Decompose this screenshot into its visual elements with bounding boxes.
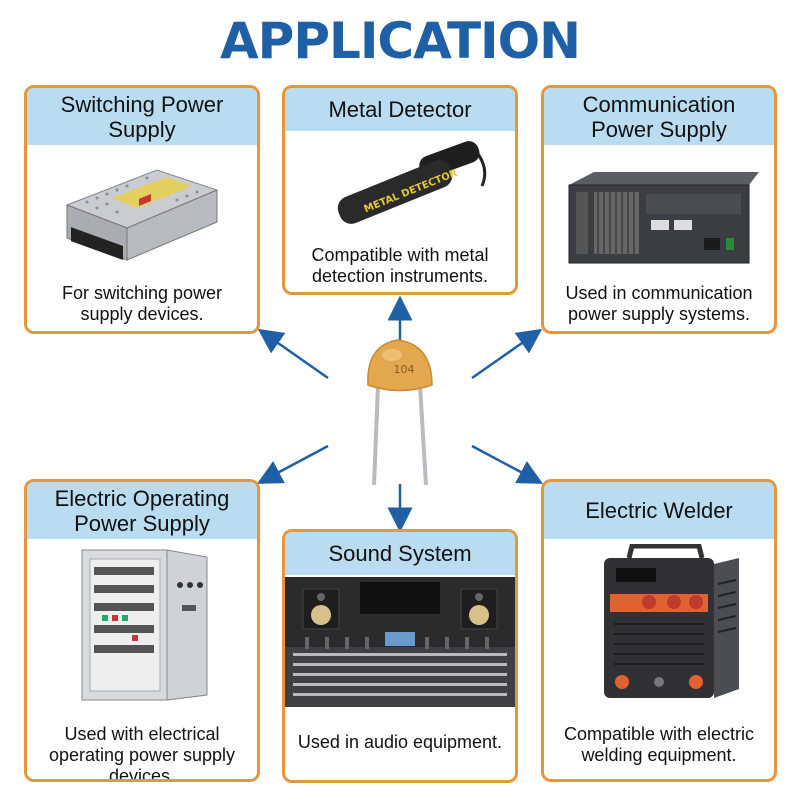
capacitor-marking: 104 (394, 363, 415, 376)
card-description: Compatible with metal detection instrume… (311, 245, 489, 286)
arrow-to-communication-power-supply (471, 328, 543, 380)
card-heading: Communication Power Supply (544, 88, 774, 145)
card-description: Used in audio equipment. (297, 732, 503, 752)
card-electric-operating-power-supply: Electric Operating Power Supply Used wit… (24, 479, 260, 782)
card-description: Used with electrical operating power sup… (48, 724, 236, 782)
card-description: For switching power supply devices. (61, 283, 223, 324)
switching-power-supply-icon (27, 150, 257, 265)
metal-detector-icon: METAL DETECTOR (285, 138, 515, 243)
card-heading: Metal Detector (285, 88, 515, 131)
card-metal-detector: Metal Detector METAL DETECTOR Compatible… (282, 85, 518, 295)
rack-power-supply-icon (544, 170, 774, 265)
card-sound-system: Sound System Used in audio equipmen (282, 529, 518, 783)
electrical-cabinet-icon (27, 545, 257, 705)
card-heading: Electric Welder (544, 482, 774, 539)
card-description: Compatible with electric welding equipme… (563, 724, 755, 765)
arrow-to-electric-welder (471, 444, 544, 484)
card-description: Used in communication power supply syste… (565, 283, 753, 324)
arrow-to-switching-power-supply (257, 328, 329, 380)
card-heading: Electric Operating Power Supply (27, 482, 257, 539)
welding-machine-icon (544, 544, 774, 704)
card-electric-welder: Electric Welder Compatible with electric… (541, 479, 777, 782)
card-communication-power-supply: Communication Power Supply Used in commu… (541, 85, 777, 334)
arrow-to-electric-operating-power-supply (256, 444, 329, 484)
card-switching-power-supply: Switching Power Supply For switching pow… (24, 85, 260, 334)
page-title: APPLICATION (219, 12, 581, 70)
card-heading: Switching Power Supply (27, 88, 257, 145)
mixing-console-icon (285, 577, 515, 707)
card-heading: Sound System (285, 532, 515, 575)
